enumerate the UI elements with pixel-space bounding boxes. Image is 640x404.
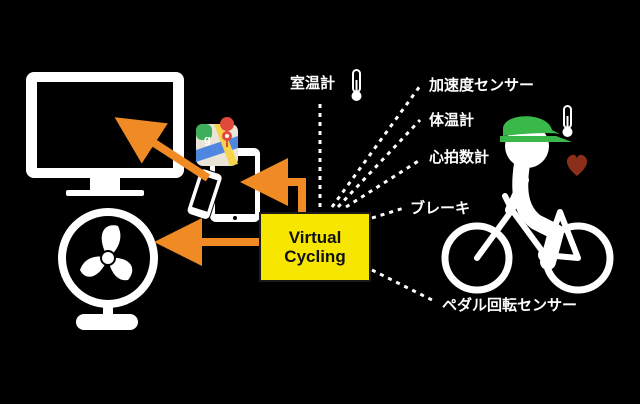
smartphone-icon [186, 168, 223, 220]
arrow-to-monitor [114, 117, 211, 182]
thermometer-icon [351, 69, 362, 101]
output-arrows [114, 117, 306, 266]
line-heart-rate [345, 158, 421, 209]
heart-icon [566, 154, 588, 176]
svg-text:g: g [204, 134, 211, 146]
thermometer-icon [562, 105, 573, 137]
label-room-temp: 室温計 [290, 74, 336, 92]
line-body-temp [336, 118, 422, 209]
monitor-icon [26, 72, 184, 196]
cyclist-icon [441, 116, 614, 294]
arrow-to-tablet [240, 158, 306, 212]
hub-label-line2: Cycling [284, 247, 346, 266]
line-brake [371, 206, 405, 220]
label-brake: ブレーキ [410, 199, 471, 217]
label-accelerometer: 加速度センサー [429, 76, 535, 94]
hub-label-line1: Virtual [288, 228, 342, 247]
label-heart-rate: 心拍数計 [429, 148, 490, 166]
line-pedal [371, 268, 433, 302]
label-pedal-rotation: ペダル回転センサー [442, 296, 578, 314]
label-body-temp: 体温計 [429, 111, 475, 129]
maps-app-icon: g [196, 117, 238, 166]
line-accelerometer [330, 85, 422, 208]
fan-icon [58, 208, 158, 330]
sensor-lines [318, 85, 433, 302]
virtual-cycling-hub: Virtual Cycling [259, 212, 371, 282]
